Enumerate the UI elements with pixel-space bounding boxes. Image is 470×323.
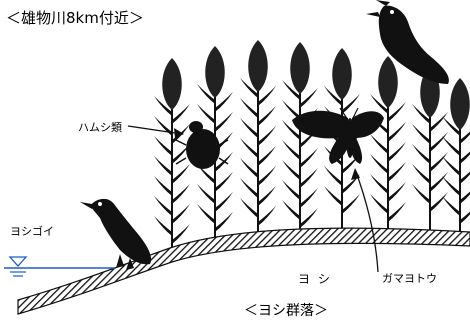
reed-stalk — [442, 78, 470, 234]
water-level-marker — [4, 256, 115, 277]
leaf-beetle-silhouette — [175, 121, 229, 169]
heron-silhouette — [80, 198, 152, 270]
songbird-silhouette — [366, 0, 449, 84]
ground-bank — [17, 227, 470, 315]
diagram-caption: ＜ヨシ群落＞ — [244, 303, 328, 319]
label-yoshigoi: ヨシゴイ — [10, 225, 54, 238]
reed-stalk — [412, 66, 448, 232]
label-gamayotou: ガマヨトウ — [382, 272, 437, 285]
label-reed: ヨ シ — [298, 272, 332, 286]
reed-stalk — [154, 58, 190, 250]
moth-silhouette — [292, 107, 384, 164]
reed-stalk — [370, 56, 406, 230]
label-leaf-beetle: ハムシ類 — [78, 121, 122, 134]
diagram-title: ＜雄物川8km付近＞ — [6, 9, 144, 27]
reed-stalk — [282, 42, 318, 232]
label-arrows — [127, 125, 379, 273]
reed-stalk — [240, 40, 276, 236]
